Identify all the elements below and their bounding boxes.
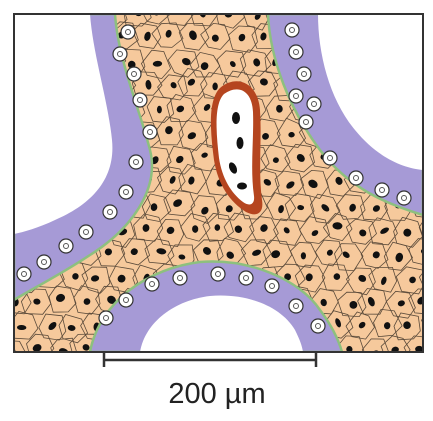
nucleus-icon [237, 137, 244, 149]
blood-cell-icon [375, 183, 389, 197]
scale-bar: 200 µm [104, 353, 316, 410]
blood-cell-icon [143, 125, 157, 139]
nucleus-icon [428, 279, 433, 284]
blood-cell-icon [289, 299, 303, 313]
blood-cell-icon [311, 319, 325, 333]
blood-cell-icon [119, 293, 133, 307]
nucleus-icon [428, 221, 433, 231]
blood-cell-icon [99, 311, 113, 325]
blood-cell-icon [211, 267, 225, 281]
blood-cell-icon [113, 47, 127, 61]
nucleus-icon [428, 175, 433, 186]
blood-cell-icon [119, 185, 133, 199]
blood-cell-icon [59, 239, 73, 253]
nucleus-icon [232, 112, 240, 124]
blood-cell-icon [289, 45, 303, 59]
blood-cell-icon [17, 267, 31, 281]
blood-cell-icon [349, 171, 363, 185]
nucleus-icon [301, 252, 306, 259]
blood-cell-icon [299, 115, 313, 129]
blood-cell-icon [145, 277, 159, 291]
blood-cell-icon [127, 67, 141, 81]
blood-cell-icon [79, 225, 93, 239]
blood-cell-icon [297, 67, 311, 81]
blood-cell-icon [265, 279, 279, 293]
blood-cell-icon [307, 97, 321, 111]
blood-cell-icon [239, 271, 253, 285]
blood-cell-icon [129, 155, 143, 169]
blood-cell-icon [173, 271, 187, 285]
blood-cell-icon [121, 25, 135, 39]
nucleus-icon [237, 183, 247, 190]
blood-cell-icon [37, 255, 51, 269]
blood-cell-icon [285, 23, 299, 37]
scale-bar-label: 200 µm [168, 378, 265, 410]
nucleus-icon [414, 2, 426, 14]
blood-cell-icon [289, 89, 303, 103]
blood-cell-icon [323, 151, 337, 165]
blood-cell-icon [103, 205, 117, 219]
nucleus-icon [350, 301, 358, 309]
blood-cell-icon [397, 191, 411, 205]
nucleus-icon [426, 33, 433, 42]
blood-cell-icon [133, 93, 147, 107]
